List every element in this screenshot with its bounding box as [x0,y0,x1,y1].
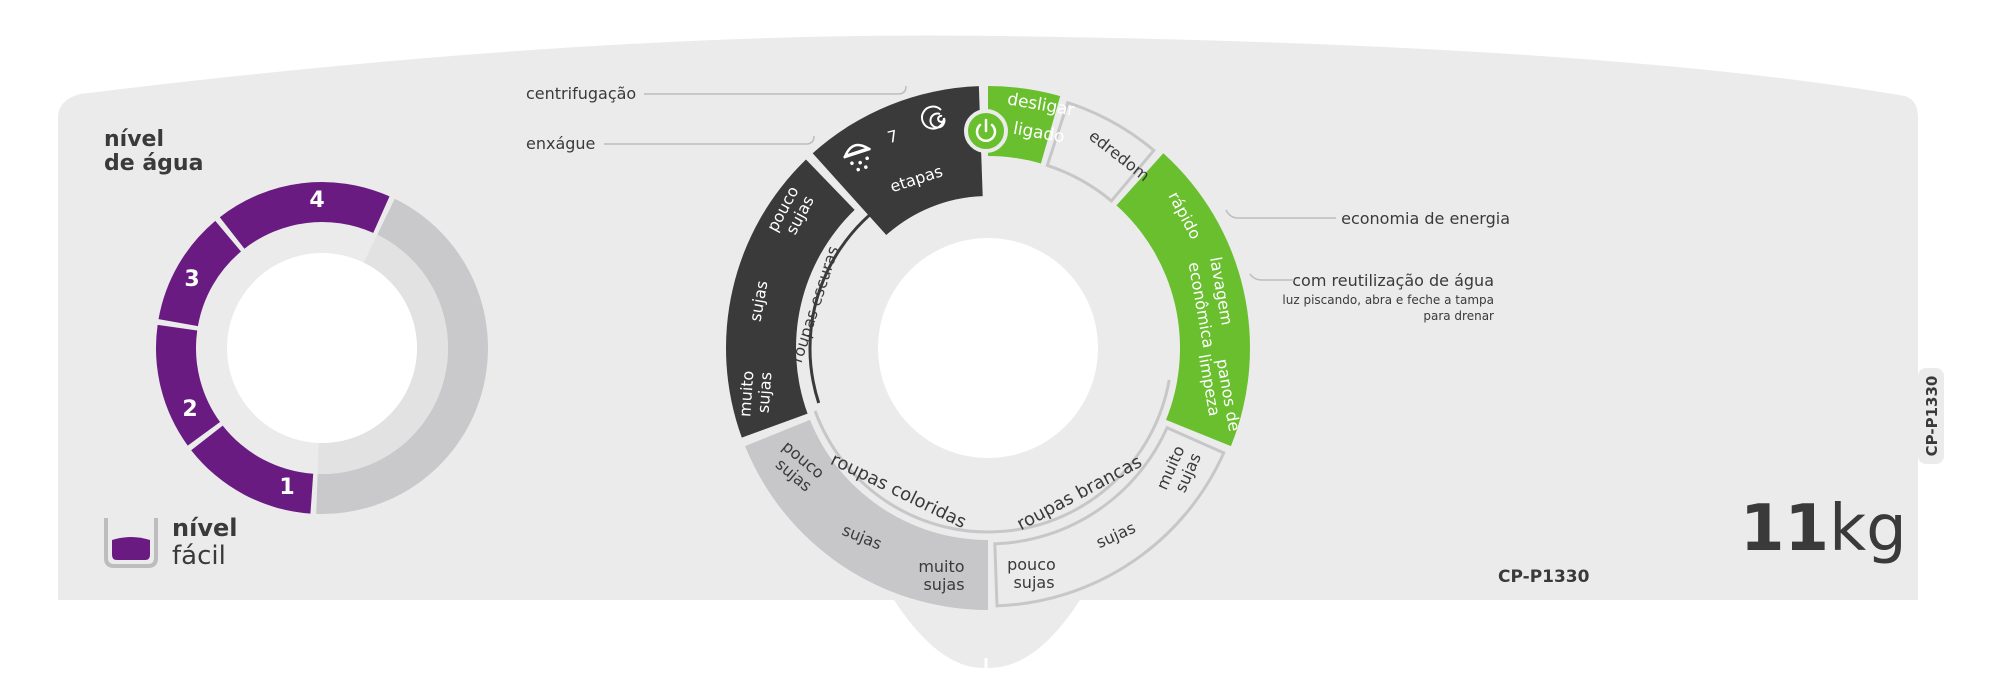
white-left-label: pouco sujas [1007,555,1061,592]
side-tab-model: CP-P1330 [1923,376,1941,457]
water-level-title-line2: de água [104,151,203,176]
water-level-segment-1[interactable] [191,425,314,514]
water-level-segment-3[interactable] [158,220,242,327]
dark-bottom-label: muito sujas [735,365,775,419]
dial-segment-quick-eco[interactable] [1116,153,1250,447]
leader-reutilizacao [1249,273,1294,281]
dark-bottom-line2: sujas [754,371,776,413]
water-level-label-3: 3 [184,267,199,292]
annotation-centrifugacao: centrifugação [526,84,636,103]
dial-segment-power[interactable] [988,86,1061,164]
water-level-label-1: 1 [279,475,294,500]
annotation-reutilizacao: com reutilização de água [1292,271,1494,290]
water-level-title-line1: nível [104,127,164,152]
gray-bottom-line1: muito [918,557,964,576]
white-left-line1: pouco [1007,555,1056,574]
annotations: centrifugação enxágue economia de energi… [526,84,1510,323]
capacity-unit: kg [1829,492,1907,566]
spin-icon [921,105,946,130]
gray-bottom-line2: sujas [923,575,964,594]
white-left-line2: sujas [1013,573,1054,592]
inner-ring-left [808,168,976,404]
brand-line1: nível [172,514,237,542]
rinse-icon [843,143,872,172]
dial-segment-dark-clothes[interactable] [726,159,855,438]
water-level-inactive-inner [317,234,449,474]
water-level-center-hole [227,253,417,443]
annotation-reutilizacao-note2: para drenar [1423,309,1494,323]
water-level-dial: 1 2 3 4 [156,181,488,515]
dial-segment-edredom[interactable] [1045,100,1156,204]
dial-segment-colored-clothes[interactable] [745,419,988,610]
side-tab [1918,368,1944,464]
water-level-label-4: 4 [309,188,324,213]
water-level-label-2: 2 [182,397,197,422]
dial-segment-white-clothes[interactable] [993,425,1226,608]
leader-centrifugacao [644,85,907,95]
inner-ring-bottom [813,379,1171,534]
gray-bottom-label: muito sujas [918,557,969,594]
annotation-enxague: enxágue [526,134,595,153]
annotation-economia: economia de energia [1341,209,1510,228]
annotation-reutilizacao-note1: luz piscando, abra e feche a tampa [1282,293,1494,307]
power-icon[interactable] [964,109,1008,153]
model-label: CP-P1330 [1498,567,1590,587]
water-cup-icon [104,518,158,568]
water-level-segment-4[interactable] [219,181,390,249]
capacity-number: 11 [1740,492,1829,566]
dark-bottom-line1: muito [735,370,757,417]
water-level-inactive-arc [316,198,488,515]
dial-segment-steps[interactable] [812,86,983,236]
dial-center-hole [878,238,1098,458]
capacity-label: 11kg [1740,492,1907,566]
water-level-title: nível de água [104,127,203,176]
water-level-segment-2[interactable] [156,324,221,446]
leader-economia [1225,209,1336,219]
brand-line2: fácil [172,541,226,571]
leader-enxague [604,135,815,145]
step-number: 7 [885,126,899,147]
